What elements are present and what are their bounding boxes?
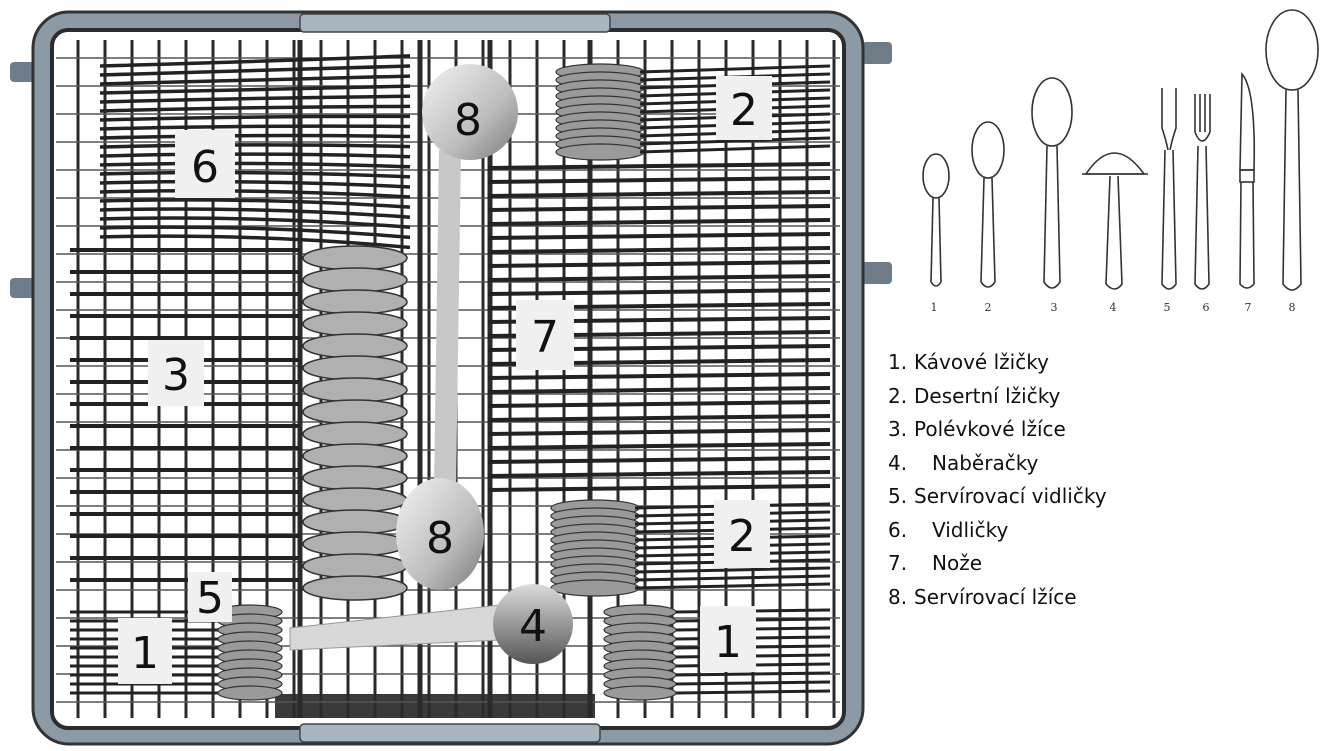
- soup-spoon-icon: [1032, 78, 1072, 288]
- legend-text: Nože: [932, 551, 982, 575]
- fork-icon: [1195, 94, 1210, 289]
- utensil-number-8: 8: [1289, 301, 1296, 314]
- legend-text: Naběračky: [932, 451, 1038, 475]
- zone-label-4: 4: [519, 601, 547, 652]
- legend-text: Servírovací vidličky: [914, 484, 1107, 508]
- zone-label-8-top: 8: [454, 95, 482, 146]
- legend-number: 8.: [888, 581, 914, 615]
- legend-text: Desertní lžičky: [914, 384, 1060, 408]
- legend-number: 7.: [888, 547, 932, 581]
- legend-item-7: 7.Nože: [888, 547, 1107, 581]
- cutlery-rack-diagram: 6 8 2 3 7 8 2 5 4 1 1: [0, 0, 900, 751]
- knife-icon: [1240, 74, 1254, 288]
- legend-item-2: 2.Desertní lžičky: [888, 380, 1107, 414]
- legend-text: Servírovací lžíce: [914, 585, 1077, 609]
- zone-label-8-bottom: 8: [426, 513, 454, 564]
- legend-text: Vidličky: [932, 518, 1008, 542]
- legend-number: 4.: [888, 447, 932, 481]
- zone-label-3: 3: [162, 350, 190, 401]
- zone-label-6: 6: [191, 142, 219, 193]
- legend-item-8: 8.Servírovací lžíce: [888, 581, 1107, 615]
- utensil-number-7: 7: [1245, 301, 1252, 314]
- legend-item-3: 3.Polévkové lžíce: [888, 413, 1107, 447]
- utensil-number-1: 1: [931, 301, 938, 314]
- legend-number: 1.: [888, 346, 914, 380]
- legend-text: Kávové lžičky: [914, 350, 1049, 374]
- zone-label-2-top: 2: [730, 85, 758, 136]
- zone-label-2-bottom: 2: [728, 511, 756, 562]
- legend-item-5: 5.Servírovací vidličky: [888, 480, 1107, 514]
- legend-number: 3.: [888, 413, 914, 447]
- serving-fork-icon: [1162, 88, 1176, 289]
- cutlery-legend: 1.Kávové lžičky 2.Desertní lžičky 3.Polé…: [888, 346, 1107, 614]
- legend-item-4: 4.Naběračky: [888, 447, 1107, 481]
- legend-number: 5.: [888, 480, 914, 514]
- legend-number: 6.: [888, 514, 932, 548]
- coffee-spoon-icon: [923, 154, 949, 286]
- legend-number: 2.: [888, 380, 914, 414]
- utensil-number-5: 5: [1164, 301, 1171, 314]
- zone-label-1-left: 1: [131, 628, 159, 679]
- serving-spoon-icon: [1266, 10, 1318, 290]
- zone-label-1-right: 1: [714, 617, 742, 668]
- ladle-icon: [1082, 153, 1148, 289]
- legend-text: Polévkové lžíce: [914, 417, 1066, 441]
- zone-label-7: 7: [531, 312, 559, 363]
- legend-item-1: 1.Kávové lžičky: [888, 346, 1107, 380]
- utensil-number-3: 3: [1051, 301, 1058, 314]
- utensil-illustrations: 1 2 3 4 5 6 7 8: [900, 0, 1320, 330]
- zone-label-5: 5: [196, 573, 224, 624]
- dessert-spoon-icon: [972, 122, 1004, 287]
- utensil-number-6: 6: [1203, 301, 1210, 314]
- utensil-number-2: 2: [985, 301, 992, 314]
- legend-item-6: 6.Vidličky: [888, 514, 1107, 548]
- utensil-number-4: 4: [1110, 301, 1117, 314]
